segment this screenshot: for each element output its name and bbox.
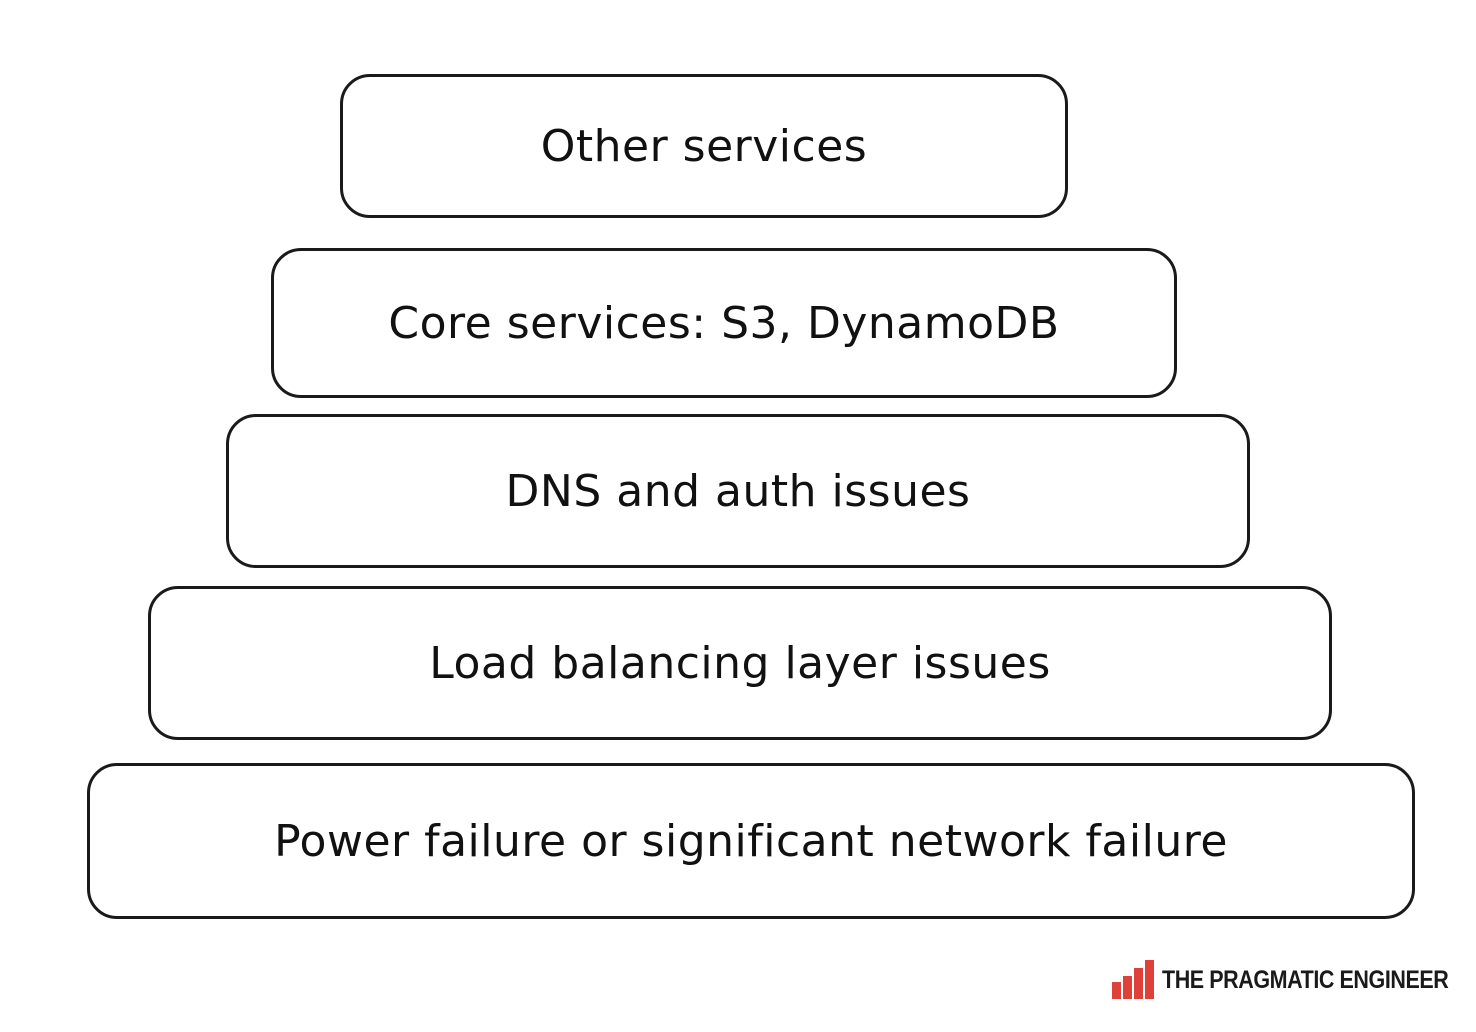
layer-label: Power failure or significant network fai… <box>274 815 1228 867</box>
layer-core-services: Core services: S3, DynamoDB <box>271 248 1177 398</box>
brand-mark: THE PRAGMATIC ENGINEER <box>1110 958 1476 1000</box>
layer-other-services: Other services <box>340 74 1068 218</box>
bar-chart-logo-icon <box>1112 960 1154 999</box>
layer-label: Core services: S3, DynamoDB <box>388 297 1060 349</box>
layer-load-balancing: Load balancing layer issues <box>148 586 1332 740</box>
layer-power-network: Power failure or significant network fai… <box>87 763 1415 919</box>
layer-label: Other services <box>540 120 868 172</box>
layer-label: DNS and auth issues <box>505 465 971 517</box>
layer-dns-auth: DNS and auth issues <box>226 414 1250 568</box>
brand-name: THE PRAGMATIC ENGINEER <box>1162 966 1449 994</box>
layer-label: Load balancing layer issues <box>429 637 1051 689</box>
